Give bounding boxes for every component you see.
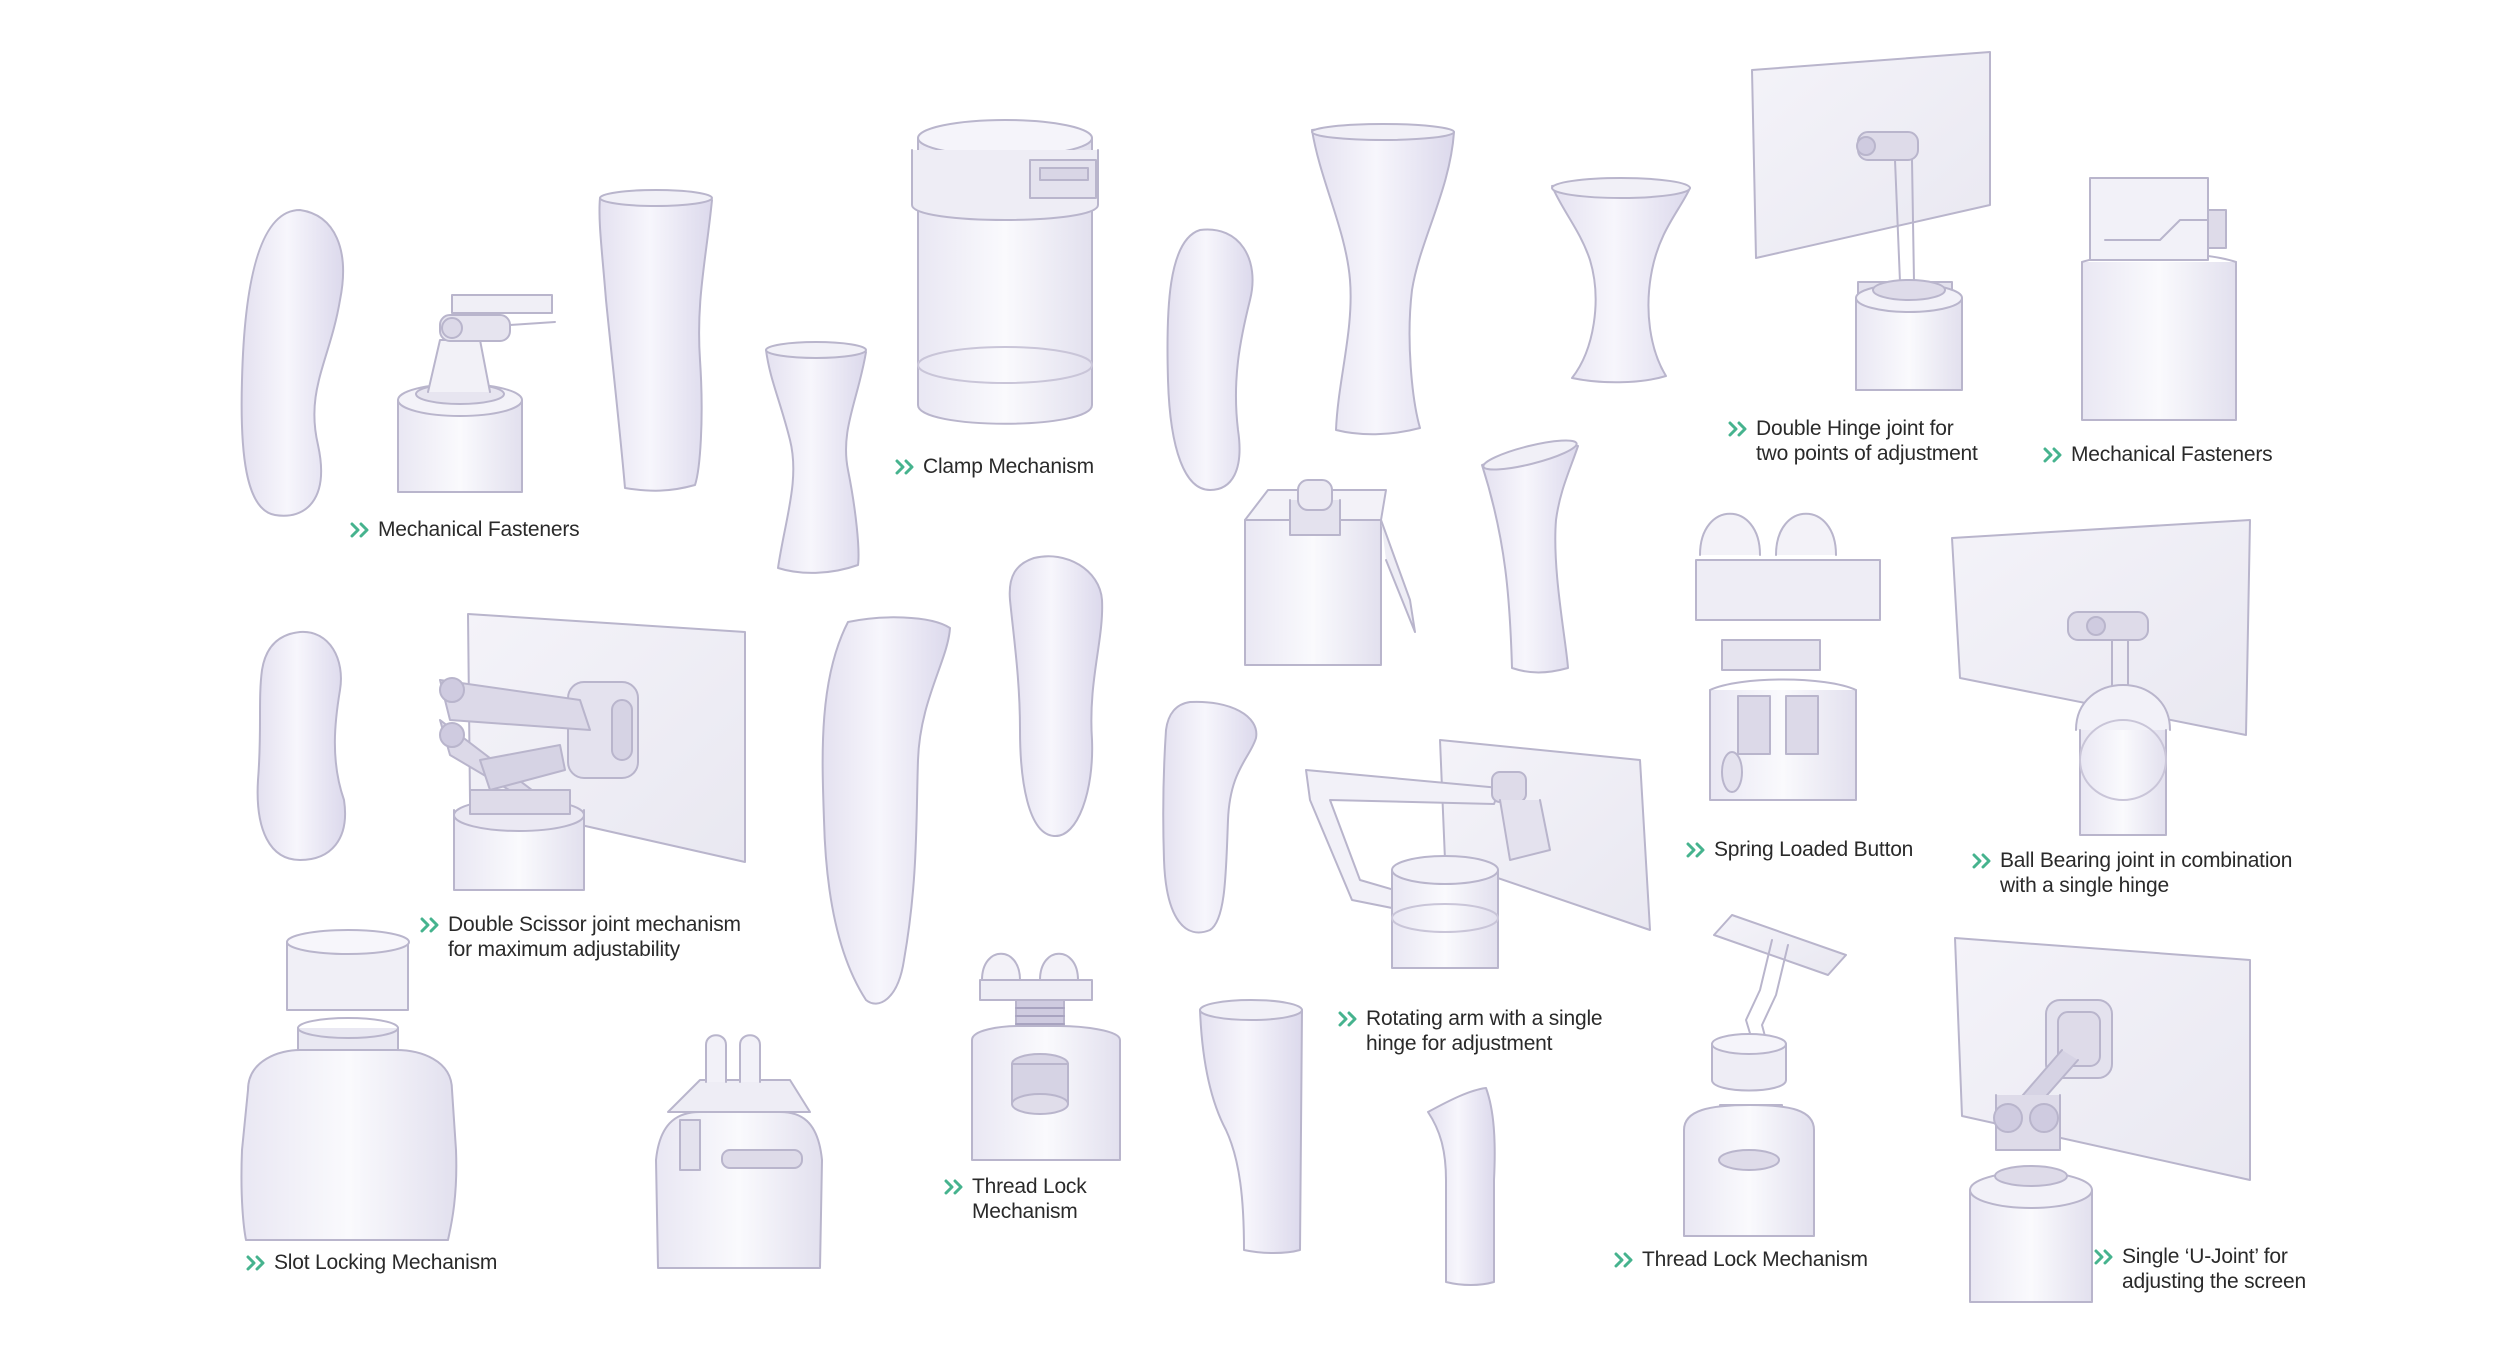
label-text: Mechanical Fasteners — [378, 518, 580, 541]
label-text-line-2: hinge for adjustment — [1366, 1032, 1553, 1055]
fastener-bracket-bottle — [655, 1034, 823, 1269]
bent-tube-shape — [1199, 1001, 1303, 1254]
mechanical-fastener-bracket — [397, 294, 556, 493]
label-text-line-1: Ball Bearing joint in combination — [2000, 849, 2293, 872]
double-chevron-right-icon — [944, 1179, 963, 1195]
rotating-arm-screen-assembly — [1305, 739, 1651, 969]
double-chevron-right-icon — [1972, 853, 1991, 869]
label-text-line-1: Rotating arm with a single — [1366, 1007, 1603, 1030]
ball-bearing-screen-assembly — [1951, 519, 2251, 836]
box-mechanical-fastener — [2081, 177, 2237, 421]
label-text-line-2: Mechanism — [972, 1200, 1078, 1223]
double-chevron-right-icon — [895, 459, 914, 475]
label-text: Slot Locking Mechanism — [274, 1251, 498, 1274]
double-chevron-right-icon — [1614, 1252, 1633, 1268]
organic-grip-shape — [1008, 555, 1104, 838]
s-curve-tube-shape — [1311, 124, 1455, 436]
organic-grip-shape — [240, 209, 344, 517]
label-clamp-mechanism: Clamp Mechanism — [895, 454, 1094, 479]
label-thread-lock-b: Thread Lock Mechanism — [1614, 1247, 1868, 1272]
label-text-line-2: with a single hinge — [2000, 874, 2169, 897]
organic-grip-shape — [1166, 228, 1254, 491]
label-text: Mechanical Fasteners — [2071, 443, 2273, 466]
double-chevron-right-icon — [350, 522, 369, 538]
double-chevron-right-icon — [2094, 1249, 2113, 1265]
label-text-line-2: adjusting the screen — [2122, 1270, 2306, 1293]
organic-grip-shape — [1162, 700, 1258, 934]
short-bent-tube-shape — [1427, 1087, 1496, 1286]
label-double-scissor-joint: Double Scissor joint mechanism for maxim… — [420, 912, 741, 962]
double-chevron-right-icon — [2043, 447, 2062, 463]
label-text-line-1: Single ‘U-Joint’ for — [2122, 1245, 2288, 1268]
clamp-cylinder — [911, 119, 1099, 425]
double-hinge-screen-assembly — [1751, 51, 1991, 391]
label-thread-lock-a: Thread Lock Mechanism — [944, 1174, 1087, 1224]
label-text-line-2: two points of adjustment — [1756, 442, 1978, 465]
label-double-hinge: Double Hinge joint for two points of adj… — [1728, 416, 1978, 466]
thread-lock-bottle-a — [971, 952, 1121, 1161]
slot-locking-bottle — [240, 929, 458, 1241]
label-text-line-1: Double Scissor joint mechanism — [448, 913, 741, 936]
label-text-line-1: Double Hinge joint for — [1756, 417, 1954, 440]
label-mechanical-fasteners-right: Mechanical Fasteners — [2043, 442, 2273, 467]
double-chevron-right-icon — [246, 1255, 265, 1271]
hourglass-tube-shape — [765, 342, 867, 574]
angled-tube-shape — [1481, 443, 1579, 674]
thread-lock-bottle-b — [1683, 914, 1847, 1237]
u-joint-screen-assembly — [1954, 937, 2251, 1303]
flared-tube-shape — [1551, 180, 1691, 384]
label-ball-bearing-joint: Ball Bearing joint in combination with a… — [1972, 848, 2292, 898]
label-text-line-1: Thread Lock — [972, 1175, 1087, 1198]
long-organic-grip-shape — [821, 616, 951, 1005]
label-text: Clamp Mechanism — [923, 455, 1094, 478]
label-text: Spring Loaded Button — [1714, 838, 1914, 861]
label-rotating-arm: Rotating arm with a single hinge for adj… — [1338, 1006, 1603, 1056]
spring-loaded-button-assembly — [1695, 512, 1881, 801]
label-text-line-2: for maximum adjustability — [448, 938, 680, 961]
organic-grip-shape — [256, 630, 347, 861]
label-text: Thread Lock Mechanism — [1642, 1248, 1868, 1271]
label-spring-loaded-button: Spring Loaded Button — [1686, 837, 1913, 862]
double-scissor-joint-assembly — [439, 613, 746, 891]
latch-block — [1244, 479, 1416, 666]
double-chevron-right-icon — [1728, 421, 1747, 437]
label-mechanical-fasteners-left: Mechanical Fasteners — [350, 517, 580, 542]
double-chevron-right-icon — [1338, 1011, 1357, 1027]
label-slot-locking: Slot Locking Mechanism — [246, 1250, 497, 1275]
double-chevron-right-icon — [1686, 842, 1705, 858]
tall-tube-shape — [598, 192, 713, 492]
label-u-joint: Single ‘U-Joint’ for adjusting the scree… — [2094, 1244, 2306, 1294]
double-chevron-right-icon — [420, 917, 439, 933]
